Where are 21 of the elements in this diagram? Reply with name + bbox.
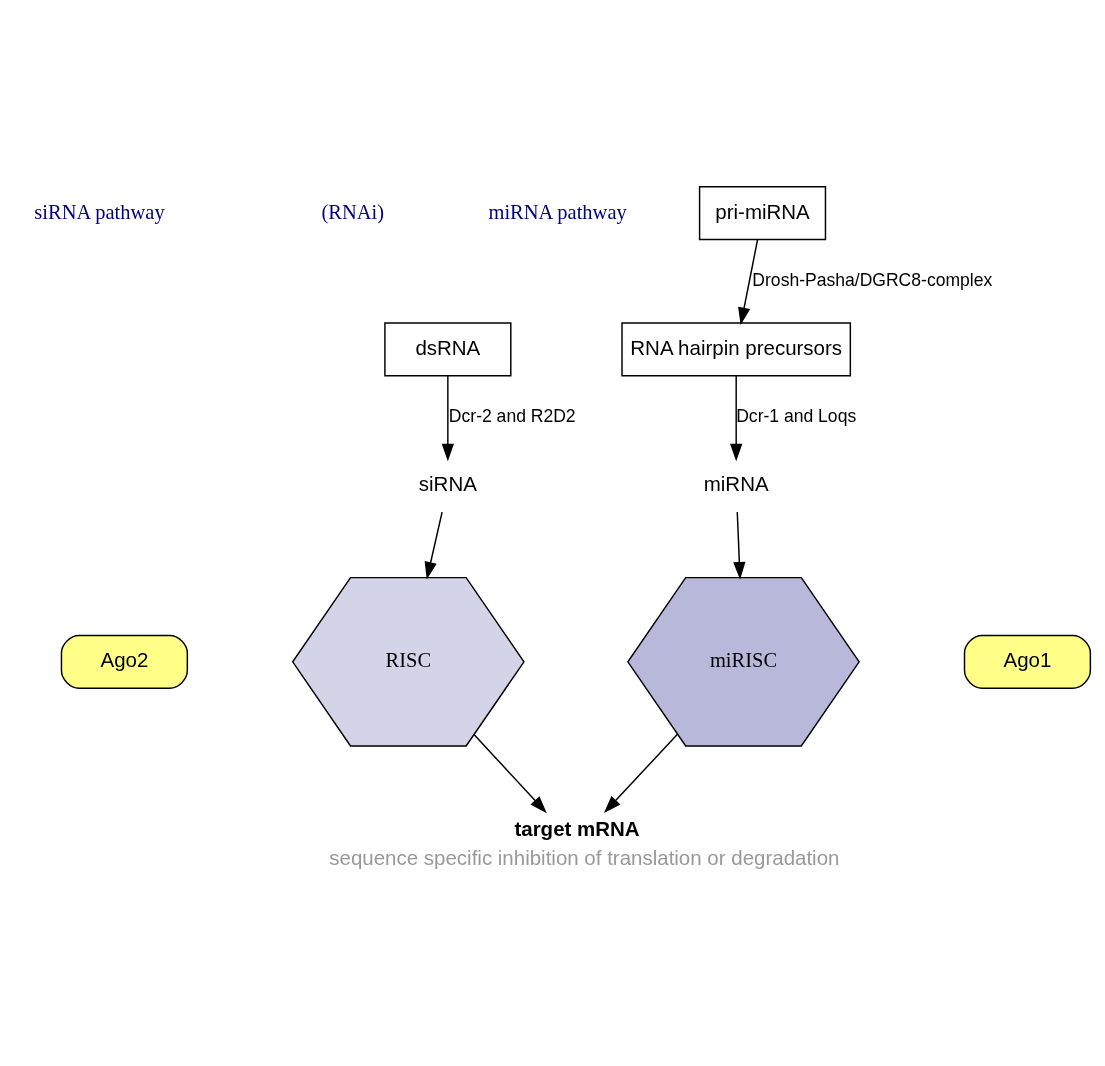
arrow [738,239,759,326]
arrow [424,511,443,580]
node-box: Ago2 [60,634,189,689]
node-text: target mRNA sequence specific inhibition of translation or degradation [329,816,840,869]
arrow [473,733,547,814]
node-box: dsRNA [384,322,512,377]
arrow [441,375,454,462]
edge-label: Dcr-2 and R2D2 [448,405,576,426]
label: siRNA pathway [34,200,165,223]
node-box: RNA hairpin precursors [621,322,852,377]
edge-label: Dcr-1 and Loqs [736,405,857,426]
node-text: miRNA [703,471,769,495]
label: miRNA pathway [488,200,627,223]
node-box: Ago1 [963,634,1092,689]
edge-label: Drosh-Pasha/DGRC8-complex [752,269,993,290]
arrow [730,375,743,462]
node-text: siRNA [418,471,477,495]
arrow [733,511,746,580]
label: (RNAi) [321,200,385,223]
arrow [603,733,679,814]
node-box: pri-miRNA [698,186,827,241]
